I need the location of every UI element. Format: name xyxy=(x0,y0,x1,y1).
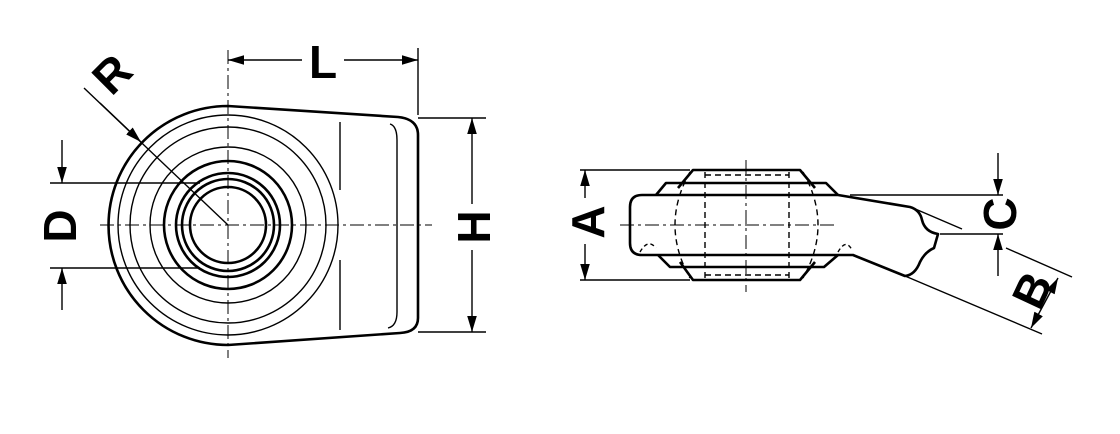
dimension-label-B: B xyxy=(1001,264,1062,316)
fillet-left xyxy=(639,243,657,253)
fillet-right xyxy=(837,243,853,253)
shank-outline xyxy=(628,193,940,278)
side-view: A C B xyxy=(562,153,1073,335)
front-view: L H D R xyxy=(34,36,500,358)
extension-line xyxy=(912,207,963,230)
collar-bottom xyxy=(657,254,839,269)
dimension-label-H: H xyxy=(448,210,500,243)
dimension-label-A: A xyxy=(562,205,614,238)
dimension-B-arrow xyxy=(1030,277,1059,329)
dimension-R-arrow xyxy=(99,102,142,143)
ball-outline-bottom xyxy=(678,261,816,282)
dimension-label-L: L xyxy=(309,36,337,88)
dimension-label-C: C xyxy=(974,197,1026,230)
sphere-hidden-right xyxy=(802,171,819,279)
eye-body-outline xyxy=(107,104,420,347)
face-edge xyxy=(387,123,398,329)
extension-line xyxy=(904,275,1043,335)
collar-top xyxy=(655,181,839,196)
dimension-label-D: D xyxy=(34,209,86,242)
extension-line xyxy=(1005,247,1073,278)
